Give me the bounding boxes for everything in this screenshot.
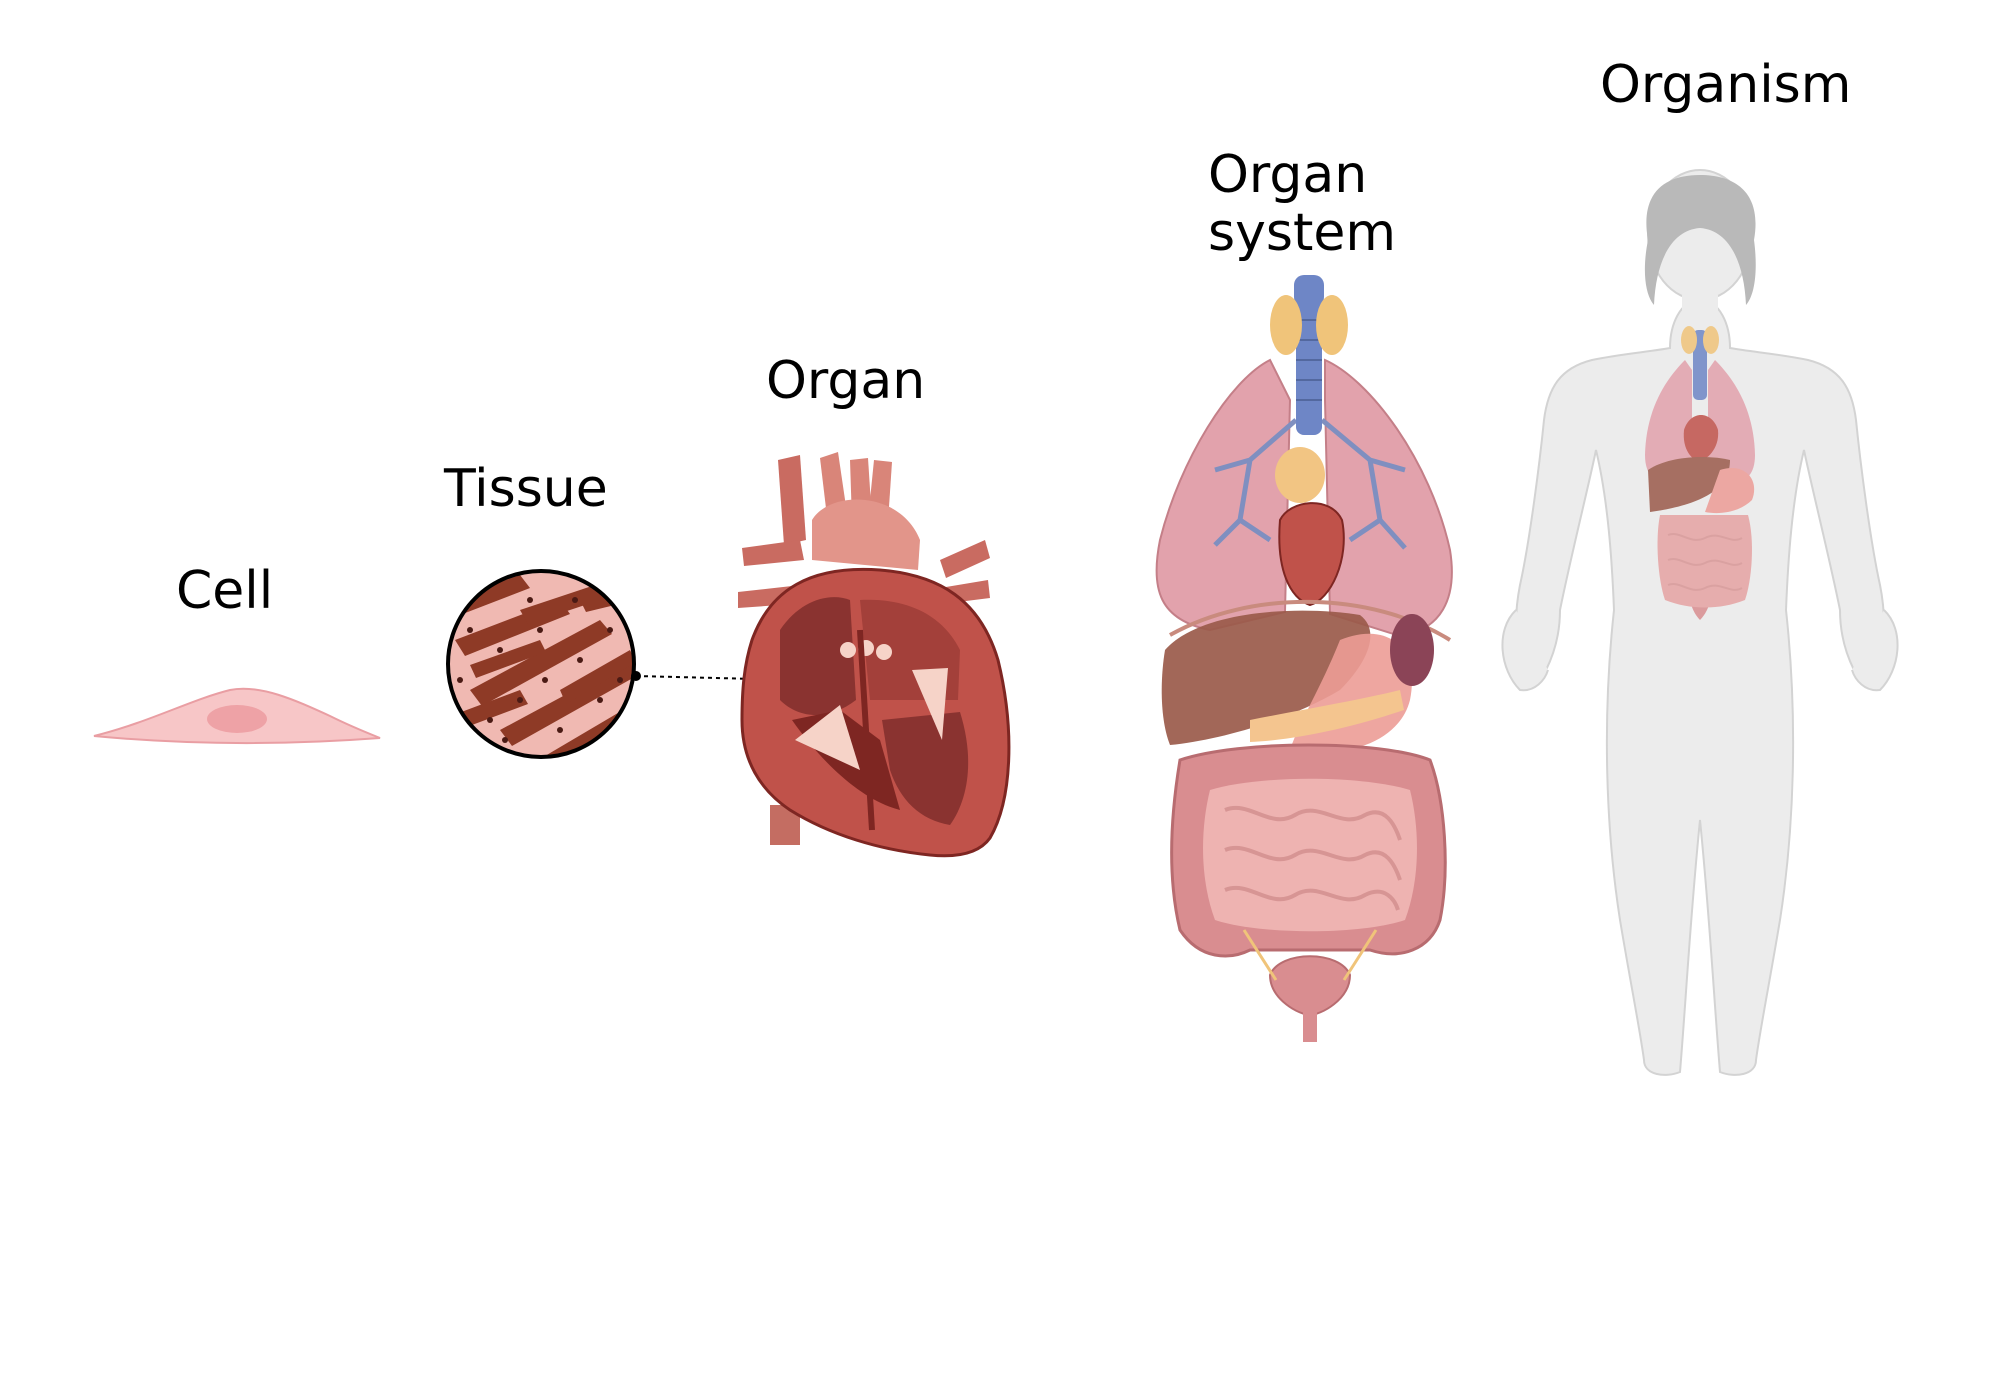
cell-label: Cell [176,561,274,621]
tissue-label: Tissue [444,459,608,519]
organ-system-label-line-1: Organ [1208,145,1368,205]
cell-icon [93,687,381,744]
organ-system-icon [1155,275,1453,1042]
heart-icon [738,452,1011,858]
organ-system-label: Organ system [1208,146,1396,262]
human-body-icon [1501,169,1899,1076]
organ-system-label-line-2: system [1208,203,1396,263]
organism-label: Organism [1600,55,1852,115]
tissue-magnifier-icon [446,569,801,759]
organ-label: Organ [766,351,926,411]
